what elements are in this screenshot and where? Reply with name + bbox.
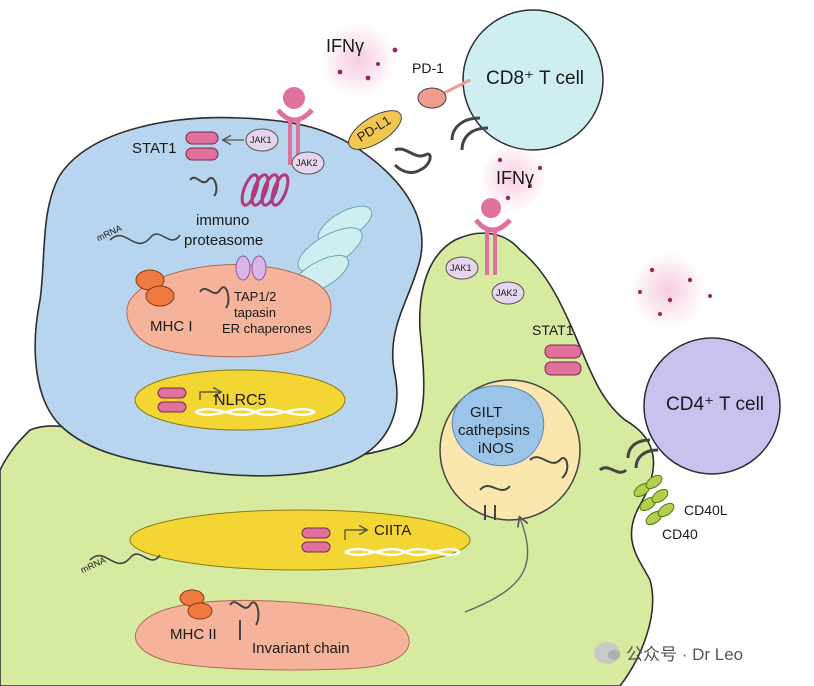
nucleus-top (134, 369, 346, 431)
ifn-glow-mid (479, 144, 547, 212)
tcr-mhc-top (393, 116, 489, 174)
cd40l-label: CD40L (684, 502, 728, 518)
mhc2-loaded (479, 485, 511, 520)
ciita-arrow (344, 530, 366, 540)
tap-transporter (235, 255, 267, 281)
er (126, 264, 332, 358)
jak1-label-top: JAK1 (250, 135, 272, 145)
nlrc5-arrow (199, 392, 220, 400)
stat1-nucleus-bottom (301, 527, 331, 553)
ifn-receptor-mid (474, 198, 512, 275)
watermark: 公众号 · Dr Leo (594, 640, 743, 665)
endosome-inner (451, 385, 545, 467)
cd40-label: CD40 (662, 526, 698, 542)
ifn-glow-right (630, 252, 706, 328)
dna-bottom (344, 547, 461, 557)
mhc1-label: MHC I (150, 318, 193, 335)
pd1-label: PD-1 (412, 60, 444, 76)
tcr-mhc2 (598, 438, 659, 474)
stat1-nucleus-top (157, 387, 187, 413)
stat1-mid (544, 344, 582, 376)
stat1-top (185, 131, 219, 161)
watermark-text: 公众号 · Dr Leo (626, 645, 744, 664)
jak1-top (245, 128, 279, 152)
tap-label-2: tapasin (234, 305, 276, 320)
mhc2-label: MHC II (170, 626, 217, 643)
jak2-label-mid: JAK2 (496, 288, 518, 298)
cd8-label: CD8⁺ T cell (486, 68, 585, 89)
immuno-label-2: proteasome (184, 232, 264, 249)
gilt-label-3: iNOS (478, 440, 514, 457)
tap-label-3: ER chaperones (222, 321, 312, 336)
wechat-icon (594, 641, 620, 664)
jak1-mid (445, 256, 479, 280)
mhc2-complex (179, 589, 213, 620)
nlrc5-label: NLRC5 (214, 392, 267, 409)
cd4-label: CD4⁺ T cell (666, 394, 765, 415)
immuno-label-1: immuno (196, 212, 250, 229)
stat1-label-top: STAT1 (132, 140, 177, 157)
jak2-mid (491, 281, 525, 305)
immunoproteasome (240, 173, 290, 207)
pd-l1 (348, 110, 402, 150)
invariant-chain (229, 601, 260, 640)
ifn-dots (337, 47, 712, 316)
peptide-squiggle (189, 176, 218, 197)
nucleus-bottom (129, 509, 471, 571)
jak2-label-top: JAK2 (296, 158, 318, 168)
mhc1-complex (135, 269, 175, 307)
tap-squiggle (199, 286, 230, 309)
mrna-squiggle-top (109, 233, 181, 245)
cd4-t-cell (643, 337, 781, 475)
gilt-label-2: cathepsins (458, 422, 530, 439)
mrna-squiggle-bottom (89, 553, 161, 565)
ifn-label-mid: IFNγ (496, 168, 534, 188)
dna-top (194, 407, 316, 417)
ifn-label-top: IFNγ (326, 36, 364, 56)
cd40-cd40l (633, 474, 675, 526)
gilt-label-1: GILT (470, 404, 503, 421)
antigen-squiggle (529, 456, 569, 479)
stat1-label-mid: STAT1 (532, 322, 574, 338)
pd-1 (417, 78, 471, 109)
transport-arrow (464, 518, 529, 613)
jak1-label-mid: JAK1 (450, 263, 472, 273)
invariant-chain-label: Invariant chain (252, 640, 350, 657)
jak2-top (291, 151, 325, 175)
ciita-label: CIITA (374, 522, 412, 539)
tap-label-1: TAP1/2 (234, 289, 277, 304)
cd8-t-cell (462, 9, 604, 151)
ifn-glow-top (320, 22, 396, 98)
